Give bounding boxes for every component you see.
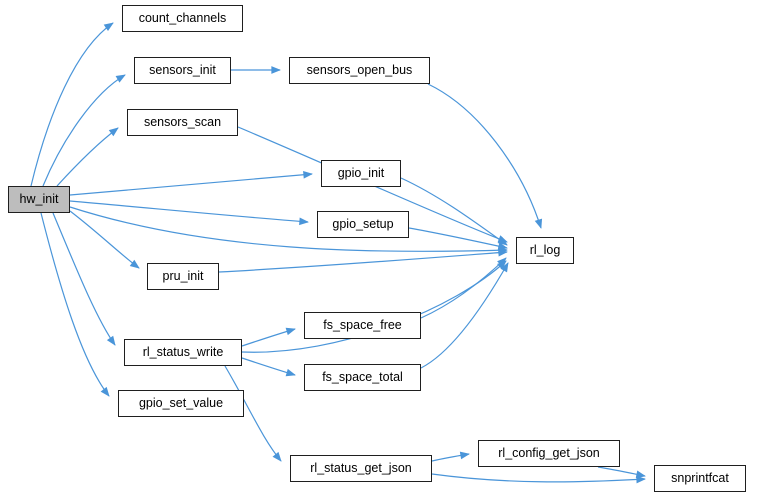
- node-fs_space_free[interactable]: fs_space_free: [304, 312, 421, 339]
- edge-rl_status_get_json-to-rl_config_get_json: [431, 451, 470, 462]
- edge-hw_init-to-sensors_scan: [56, 127, 119, 187]
- edge-hw_init-to-gpio_set_value: [40, 212, 110, 397]
- node-sensors_scan[interactable]: sensors_scan: [127, 109, 238, 136]
- edge-hw_init-to-gpio_init: [69, 170, 313, 196]
- node-snprintfcat[interactable]: snprintfcat: [654, 465, 746, 492]
- edge-hw_init-to-rl_log: [69, 206, 508, 255]
- node-sensors_init[interactable]: sensors_init: [134, 57, 231, 84]
- node-hw_init[interactable]: hw_init: [8, 186, 70, 213]
- node-rl_config_get_json[interactable]: rl_config_get_json: [478, 440, 620, 467]
- edge-hw_init-to-count_channels: [30, 22, 114, 187]
- edge-fs_space_free-to-rl_log: [420, 257, 507, 319]
- node-count_channels[interactable]: count_channels: [122, 5, 243, 32]
- edge-rl_status_write-to-rl_status_get_json: [224, 365, 282, 462]
- edge-hw_init-to-sensors_init: [42, 74, 126, 187]
- edge-gpio_setup-to-rl_log: [408, 227, 508, 250]
- edge-hw_init-to-pru_init: [69, 210, 140, 269]
- edge-pru_init-to-rl_log: [218, 248, 508, 273]
- edge-rl_status_write-to-fs_space_free: [241, 327, 296, 347]
- edge-rl_status_get_json-to-snprintfcat: [431, 473, 646, 484]
- node-rl_status_get_json[interactable]: rl_status_get_json: [290, 455, 432, 482]
- edge-rl_config_get_json-to-snprintfcat: [597, 466, 646, 479]
- node-rl_status_write[interactable]: rl_status_write: [124, 339, 242, 366]
- node-gpio_set_value[interactable]: gpio_set_value: [118, 390, 244, 417]
- node-fs_space_total[interactable]: fs_space_total: [304, 364, 421, 391]
- node-rl_log[interactable]: rl_log: [516, 237, 574, 264]
- edge-hw_init-to-gpio_setup: [69, 200, 309, 226]
- edge-hw_init-to-rl_status_write: [52, 212, 116, 346]
- edge-gpio_init-to-rl_log: [400, 177, 508, 246]
- edge-fs_space_total-to-rl_log: [420, 262, 509, 369]
- edge-rl_status_write-to-fs_space_total: [241, 357, 296, 377]
- node-gpio_setup[interactable]: gpio_setup: [317, 211, 409, 238]
- node-pru_init[interactable]: pru_init: [147, 263, 219, 290]
- edge-sensors_open_bus-to-rl_log: [427, 83, 543, 229]
- node-gpio_init[interactable]: gpio_init: [321, 160, 401, 187]
- node-sensors_open_bus[interactable]: sensors_open_bus: [289, 57, 430, 84]
- edge-sensors_scan-to-rl_log: [237, 126, 508, 243]
